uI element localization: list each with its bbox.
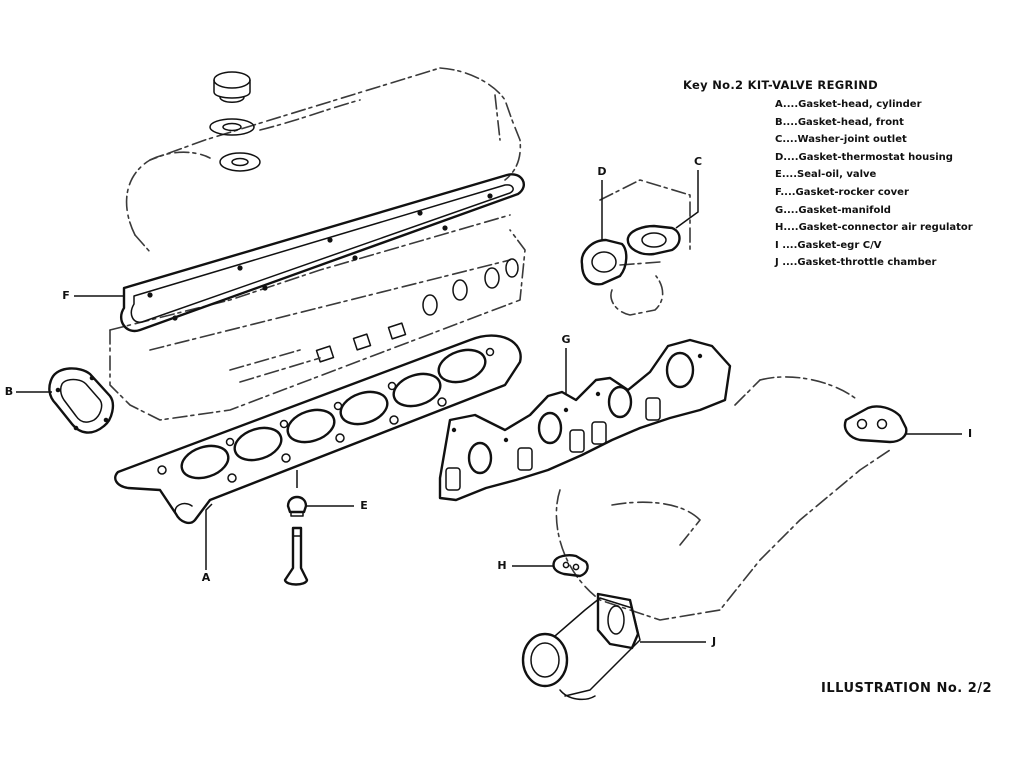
front-gasket <box>48 367 115 434</box>
callout-c: C <box>694 155 702 168</box>
legend-item-h: H....Gasket-connector air regulator <box>775 222 973 234</box>
valve-stem-seal <box>286 470 308 517</box>
leader-lines <box>16 170 962 643</box>
cylinder-head-gasket <box>114 334 522 525</box>
callout-d: D <box>597 165 606 178</box>
manifold-gasket <box>438 338 732 502</box>
legend-item-i: I ....Gasket-egr C/V <box>775 239 882 251</box>
legend-item-g: G....Gasket-manifold <box>775 204 891 216</box>
oil-filler-cap-icon <box>209 71 261 172</box>
engine-valve-icon <box>283 526 309 586</box>
legend-item-j: J ....Gasket-throttle chamber <box>775 257 937 269</box>
callout-j: J <box>711 635 716 648</box>
throttle-chamber-gasket <box>596 592 640 650</box>
legend-item-f: F....Gasket-rocker cover <box>775 186 909 198</box>
callout-f: F <box>62 289 70 302</box>
legend-item-a: A....Gasket-head, cylinder <box>775 99 922 110</box>
callout-e: E <box>360 499 368 512</box>
illustration-caption: ILLUSTRATION No. 2/2 <box>821 681 993 696</box>
legend-item-b: B....Gasket-head, front <box>775 116 904 128</box>
legend-item-e: E....Seal-oil, valve <box>775 169 877 181</box>
legend-list: A....Gasket-head, cylinder B....Gasket-h… <box>775 96 973 272</box>
callout-a: A <box>202 571 211 584</box>
air-regulator-gasket <box>552 554 589 578</box>
callout-b: B <box>5 385 13 398</box>
legend-title: Key No.2 KIT-VALVE REGRIND <box>683 78 878 92</box>
outlet-joint-washer <box>626 224 681 256</box>
callout-g: G <box>561 333 570 346</box>
rocker-cover-gasket <box>119 173 525 333</box>
legend-item-c: C....Washer-joint outlet <box>775 134 907 146</box>
callout-h: H <box>497 559 506 572</box>
intake-manifold-outline <box>555 376 891 621</box>
cylinder-head-outline <box>109 214 526 421</box>
parts-legend: Key No.2 KIT-VALVE REGRIND A....Gasket-h… <box>683 78 973 272</box>
rocker-cover-outline <box>125 67 522 253</box>
legend-item-d: D....Gasket-thermostat housing <box>775 151 953 163</box>
thermostat-housing-gasket <box>580 238 628 286</box>
egr-gasket <box>843 405 908 444</box>
callout-i: I <box>968 427 972 440</box>
